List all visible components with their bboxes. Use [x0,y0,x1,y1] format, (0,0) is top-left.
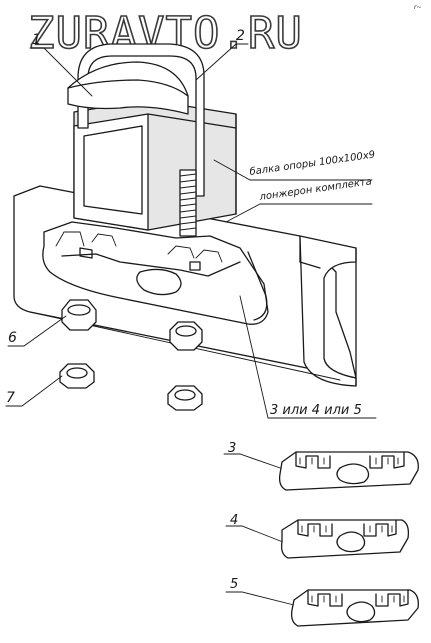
nut-loose-right [167,385,203,411]
nut-loose-left [59,363,95,389]
leader-2 [195,43,249,81]
corner-mark: r~ [414,4,422,11]
clamp-saddle [67,61,189,115]
annotation-beam: балка опоры 100х100х9 [249,148,376,178]
leader-6 [7,315,67,347]
nut-installed-right [169,321,203,351]
callout-1: 1 [32,32,41,48]
variant-plate-4: 4 [225,513,410,559]
bracket-plate [42,221,269,325]
leader-spar [225,203,373,223]
leader-7 [5,375,63,407]
variant-plate-3: 3 [223,441,419,491]
callout-3: 3 [228,441,236,456]
u-bolt [77,43,205,237]
leader-beam [213,159,373,181]
nut-installed-left [61,299,97,331]
leader-variants [239,295,377,419]
callout-2: 2 [236,28,245,44]
callout-5: 5 [230,577,238,592]
leader-1 [29,47,93,97]
callout-4: 4 [230,513,238,528]
watermark-text: ZURAVTO.RU [28,8,303,59]
annotation-variants: 3 или 4 или 5 [270,403,362,418]
callout-7: 7 [6,390,15,406]
variant-plate-5: 5 [225,577,419,627]
callout-6: 6 [8,330,17,346]
support-beam [73,99,237,231]
